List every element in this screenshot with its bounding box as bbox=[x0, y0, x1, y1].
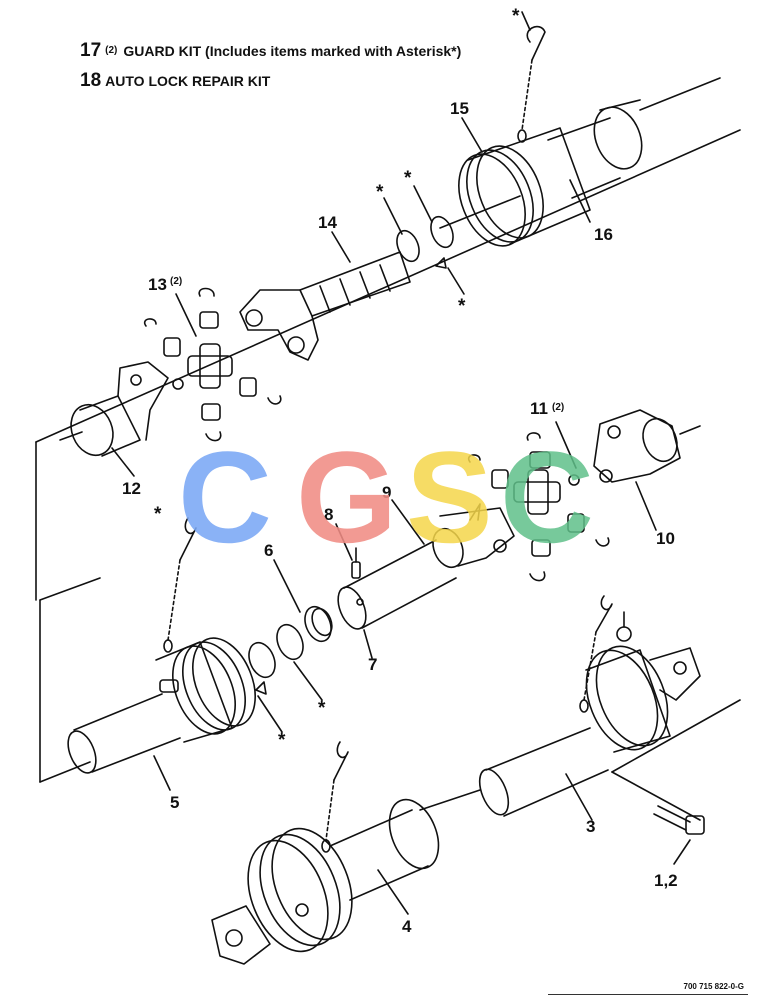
inner-yoke-part-9 bbox=[432, 503, 515, 569]
lower-assembly-bracket bbox=[39, 599, 741, 821]
callout-7: 7 bbox=[368, 655, 377, 674]
watermark-letter-c2: C bbox=[500, 424, 594, 570]
guard-cone-part-5 bbox=[67, 637, 256, 774]
watermark-letter-c1: C bbox=[178, 424, 272, 570]
inner-yoke-shaft-part-14 bbox=[239, 251, 411, 361]
figure-rule bbox=[548, 994, 748, 995]
outer-guard-part-3 bbox=[478, 611, 701, 817]
callout-14: 14 bbox=[318, 213, 337, 232]
callout-11-quantity: (2) bbox=[552, 402, 564, 413]
watermark-letter-s: S bbox=[406, 424, 493, 570]
watermark-letter-g: G bbox=[296, 424, 397, 570]
safety-chain-bottom bbox=[321, 741, 349, 853]
callout-4: 4 bbox=[402, 917, 412, 936]
axis-line-upper bbox=[439, 195, 521, 229]
leader-lines bbox=[111, 11, 691, 915]
callout-11: 11 bbox=[530, 399, 548, 418]
asterisk-marker: * bbox=[458, 296, 466, 317]
legend-text: GUARD KIT (Includes items marked with As… bbox=[123, 43, 462, 59]
retaining-ring-upper bbox=[396, 215, 454, 269]
callout-8: 8 bbox=[324, 505, 333, 524]
callout-13: 13 bbox=[148, 275, 167, 294]
callout-1-2: 1,2 bbox=[654, 871, 678, 890]
lower-guard-part-4 bbox=[211, 789, 481, 965]
cgsc-watermark: C G S C bbox=[178, 424, 594, 570]
end-yoke-part-10 bbox=[593, 409, 701, 483]
callout-16: 16 bbox=[594, 225, 613, 244]
legend-quantity: (2) bbox=[105, 45, 118, 56]
asterisk-marker: * bbox=[404, 168, 412, 189]
universal-joint-cross-part-11 bbox=[467, 432, 610, 582]
asterisk-marker: * bbox=[278, 730, 286, 751]
asterisk-marker: * bbox=[376, 182, 384, 203]
callout-9: 9 bbox=[382, 483, 391, 502]
legend-guard-kit: 17(2) GUARD KIT (Includes items marked wi… bbox=[80, 40, 461, 62]
callout-5: 5 bbox=[170, 793, 179, 812]
inner-tube-part-7 bbox=[337, 539, 457, 630]
outer-guard-tube-part-16 bbox=[547, 99, 643, 199]
bolt-part-1-2 bbox=[653, 805, 705, 835]
callout-12: 12 bbox=[122, 479, 141, 498]
asterisk-marker: * bbox=[154, 504, 162, 525]
legend-number: 18 bbox=[80, 70, 102, 91]
legend-number: 17 bbox=[80, 40, 102, 61]
outer-guard-cone-part-15 bbox=[458, 127, 591, 247]
safety-chain-right bbox=[579, 595, 613, 713]
callout-10: 10 bbox=[656, 529, 675, 548]
callout-3: 3 bbox=[586, 817, 595, 836]
safety-chain-top bbox=[517, 25, 546, 143]
universal-joint-cross-part-13 bbox=[143, 287, 282, 442]
callout-13-quantity: (2) bbox=[170, 276, 182, 287]
legend-text: AUTO LOCK REPAIR KIT bbox=[105, 73, 271, 89]
asterisk-marker: * bbox=[318, 698, 326, 719]
end-yoke-part-12 bbox=[59, 361, 169, 457]
asterisk-marker: * bbox=[512, 6, 520, 27]
grease-fitting-part-8 bbox=[351, 547, 361, 579]
callout-6: 6 bbox=[264, 541, 273, 560]
safety-chain-left bbox=[163, 517, 197, 653]
figure-number: 700 715 822-0-G bbox=[683, 982, 745, 991]
callout-15: 15 bbox=[450, 99, 469, 118]
bearing-ring-part-6 bbox=[248, 605, 333, 695]
